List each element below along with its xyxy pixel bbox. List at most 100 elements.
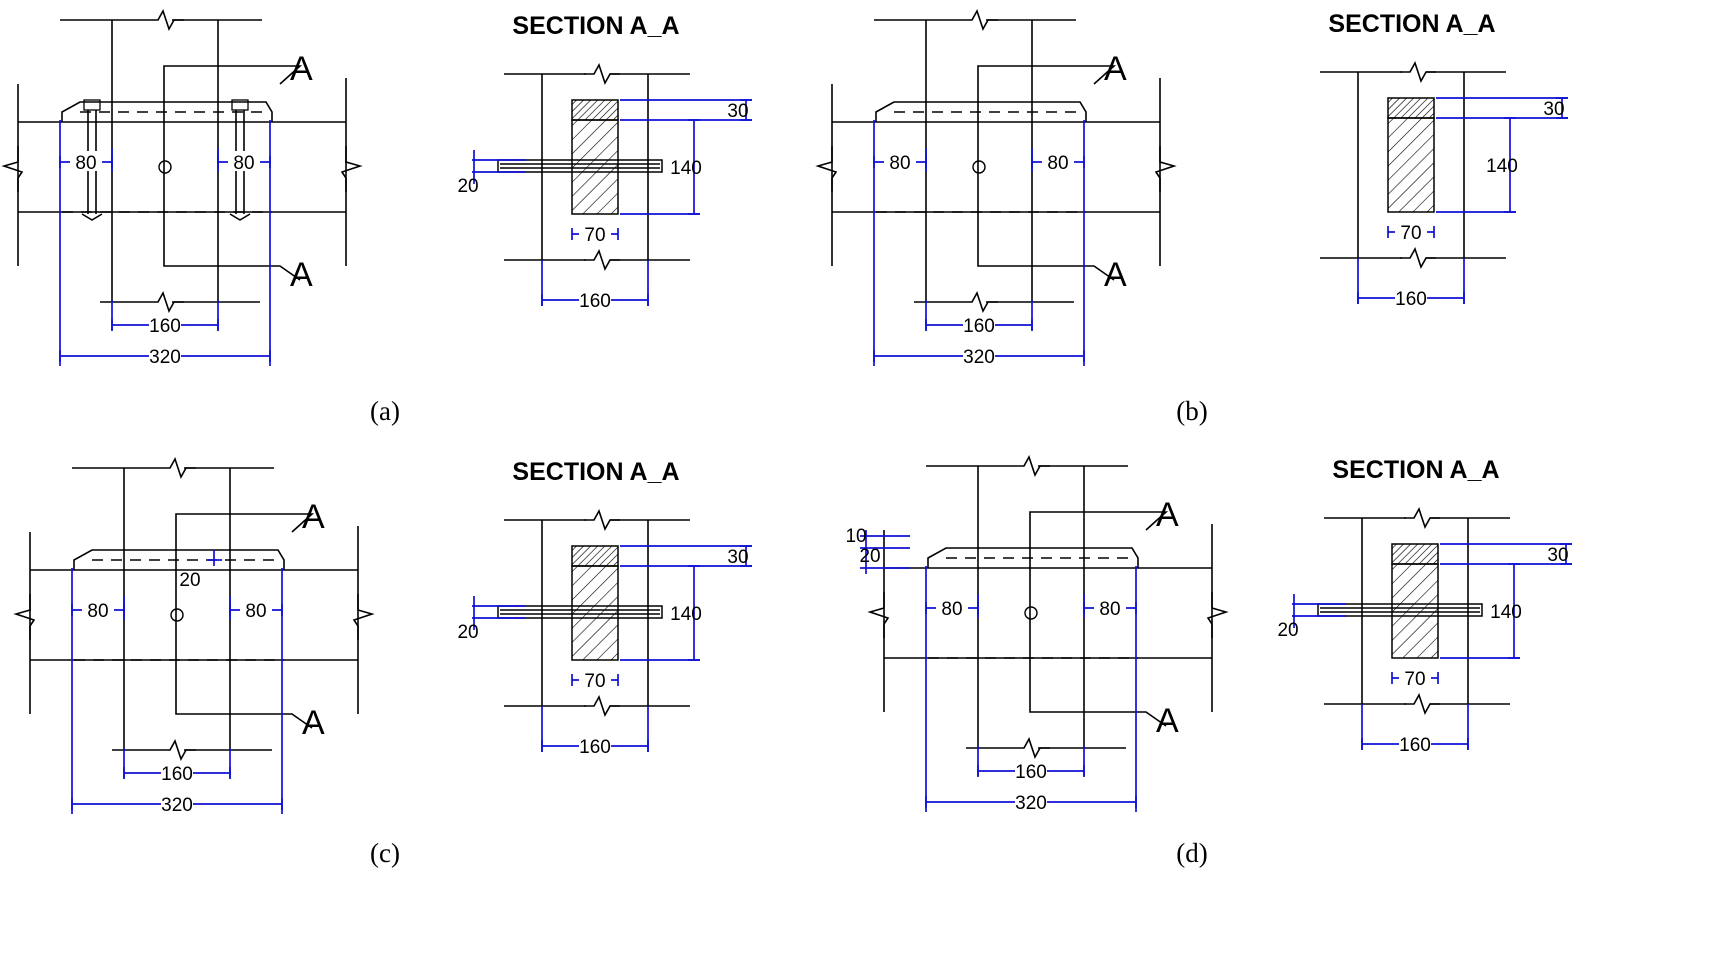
section-title: SECTION A_A xyxy=(1332,456,1499,484)
dim-overall-width-label: 160 xyxy=(579,291,611,312)
panel-caption-0: (a) xyxy=(370,396,400,426)
dim-gap-upper: 20 xyxy=(179,570,200,591)
section-cut-label-top: A xyxy=(1104,50,1127,88)
bolt-hole xyxy=(1024,606,1038,620)
panel-caption-1: (b) xyxy=(1176,396,1207,426)
section-view-3: SECTION A_A 20 30 140 70 160 xyxy=(1277,456,1572,756)
dim-depth-label: 140 xyxy=(670,158,702,179)
dim-plate: 20 xyxy=(1277,620,1298,641)
dim-inner-width-label-bg xyxy=(149,314,181,334)
dim-inner-width-label-bg xyxy=(161,762,193,782)
dim-overall-width-label-bg xyxy=(579,735,611,755)
top-layer xyxy=(1387,97,1435,119)
dim-left-width-label-bg xyxy=(70,151,102,171)
dim-left-width-label-bg xyxy=(82,599,114,619)
dim-left-width-label: 80 xyxy=(87,601,108,622)
dim-depth-label: 140 xyxy=(1490,602,1522,623)
dim-gap-lower: 20 xyxy=(859,546,880,567)
dim-total-width-label-bg xyxy=(149,345,181,365)
dim-top-layer-label: 30 xyxy=(727,547,748,568)
dim-total-width-label: 320 xyxy=(149,347,181,368)
section-cut-label-top: A xyxy=(1156,496,1179,534)
dim-depth-label: 140 xyxy=(670,604,702,625)
bolt-hole xyxy=(972,160,986,174)
bolt-hole xyxy=(170,608,184,622)
dim-inner-width-label: 160 xyxy=(1015,762,1047,783)
bolt-hole xyxy=(158,160,172,174)
section-title: SECTION A_A xyxy=(1328,10,1495,38)
dim-inner-width-label-bg xyxy=(1015,760,1047,780)
top-layer xyxy=(571,545,619,567)
beam-right-break xyxy=(352,594,375,640)
top-chamfer-outline xyxy=(875,101,1087,122)
beam-core xyxy=(571,119,619,215)
top-layer xyxy=(1391,543,1439,565)
dim-top-layer-label: 30 xyxy=(1543,99,1564,120)
dim-width-label-bg xyxy=(1395,221,1427,241)
dim-right-width-label-bg xyxy=(1042,151,1074,171)
section-cut-label-bottom: A xyxy=(1156,702,1179,740)
dim-width-label-bg xyxy=(1399,667,1431,687)
section-title: SECTION A_A xyxy=(512,12,679,40)
dim-overall-width-label: 160 xyxy=(1395,289,1427,310)
dim-total-width-label-bg xyxy=(963,345,995,365)
top-chamfer-outline xyxy=(927,547,1139,568)
dim-total-width-label: 320 xyxy=(161,795,193,816)
section-cut-label-bottom: A xyxy=(1104,256,1127,294)
beam-core xyxy=(1391,563,1439,659)
anchor-foot-1 xyxy=(229,213,251,221)
dim-left-width-label: 80 xyxy=(889,153,910,174)
dim-overall-width-label-bg xyxy=(1399,733,1431,753)
top-chamfer-outline xyxy=(73,549,285,570)
dim-overall-width-label-bg xyxy=(1395,287,1427,307)
top-layer xyxy=(571,99,619,121)
connection-plate xyxy=(1029,511,1169,727)
section-cut-label-top: A xyxy=(290,50,313,88)
dim-left-width-label-bg xyxy=(936,597,968,617)
dim-inner-width-label: 160 xyxy=(149,316,181,337)
section-cut-label-bottom: A xyxy=(302,704,325,742)
dim-right-width-label: 80 xyxy=(245,601,266,622)
dim-plate: 20 xyxy=(457,622,478,643)
beam-core xyxy=(1387,117,1435,213)
beam-left-break xyxy=(13,594,36,640)
beam-right-break xyxy=(1206,592,1229,638)
dim-inner-width-label-bg xyxy=(963,314,995,334)
dim-left-width-label: 80 xyxy=(941,599,962,620)
dim-right-width-label: 80 xyxy=(1099,599,1120,620)
dim-width-label-bg xyxy=(579,223,611,243)
dim-inner-width-label: 160 xyxy=(963,316,995,337)
anchor-head-0 xyxy=(83,99,101,111)
anchor-head-1 xyxy=(231,99,249,111)
steel-plate xyxy=(497,159,663,173)
dim-width-label: 70 xyxy=(1404,669,1425,690)
dim-total-width-label-bg xyxy=(161,793,193,813)
dim-inner-width-label: 160 xyxy=(161,764,193,785)
steel-plate xyxy=(1317,603,1483,617)
panel-caption-2: (c) xyxy=(370,838,400,868)
dim-overall-width-label-bg xyxy=(579,289,611,309)
beam-core xyxy=(571,565,619,661)
dim-total-width-label-bg xyxy=(1015,791,1047,811)
dim-overall-width-label: 160 xyxy=(1399,735,1431,756)
dim-right-width-label-bg xyxy=(240,599,272,619)
section-cut-label-bottom: A xyxy=(290,256,313,294)
dim-width-label: 70 xyxy=(584,671,605,692)
dim-total-width-label: 320 xyxy=(1015,793,1047,814)
panel-caption-3: (d) xyxy=(1176,838,1207,868)
dim-right-width-label-bg xyxy=(228,151,260,171)
connection-plate xyxy=(175,513,315,729)
beam-right-break xyxy=(340,146,363,192)
dim-gap-upper: 10 xyxy=(845,526,866,547)
dim-left-width-label-bg xyxy=(884,151,916,171)
beam-left-break xyxy=(815,146,838,192)
dim-right-width-label: 80 xyxy=(233,153,254,174)
top-chamfer-outline xyxy=(61,101,273,122)
dim-right-width-label: 80 xyxy=(1047,153,1068,174)
dim-top-layer-label: 30 xyxy=(1547,545,1568,566)
dim-width-label: 70 xyxy=(1400,223,1421,244)
